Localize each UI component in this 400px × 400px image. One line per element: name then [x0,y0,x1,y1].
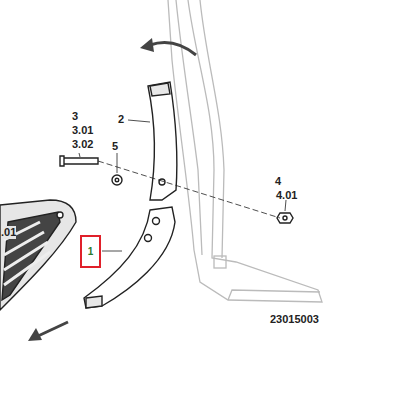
callout-number: 2 [118,113,124,126]
callout-number: 4.01 [276,189,297,202]
motion-arrows [28,38,196,341]
callout-number: .01 [1,226,16,239]
highlight-box: 1 [80,235,101,268]
callout-number: 3 [72,110,78,123]
callout-number: 5 [112,140,118,153]
callout-number: 4 [275,175,281,188]
parts [0,82,293,310]
callout-number: 3.01 [72,124,93,137]
figure-number: 23015003 [270,313,319,326]
frame [168,0,322,302]
callout-number: 1 [88,246,94,257]
callout-number: 3.02 [72,138,93,151]
leaders [79,120,286,251]
